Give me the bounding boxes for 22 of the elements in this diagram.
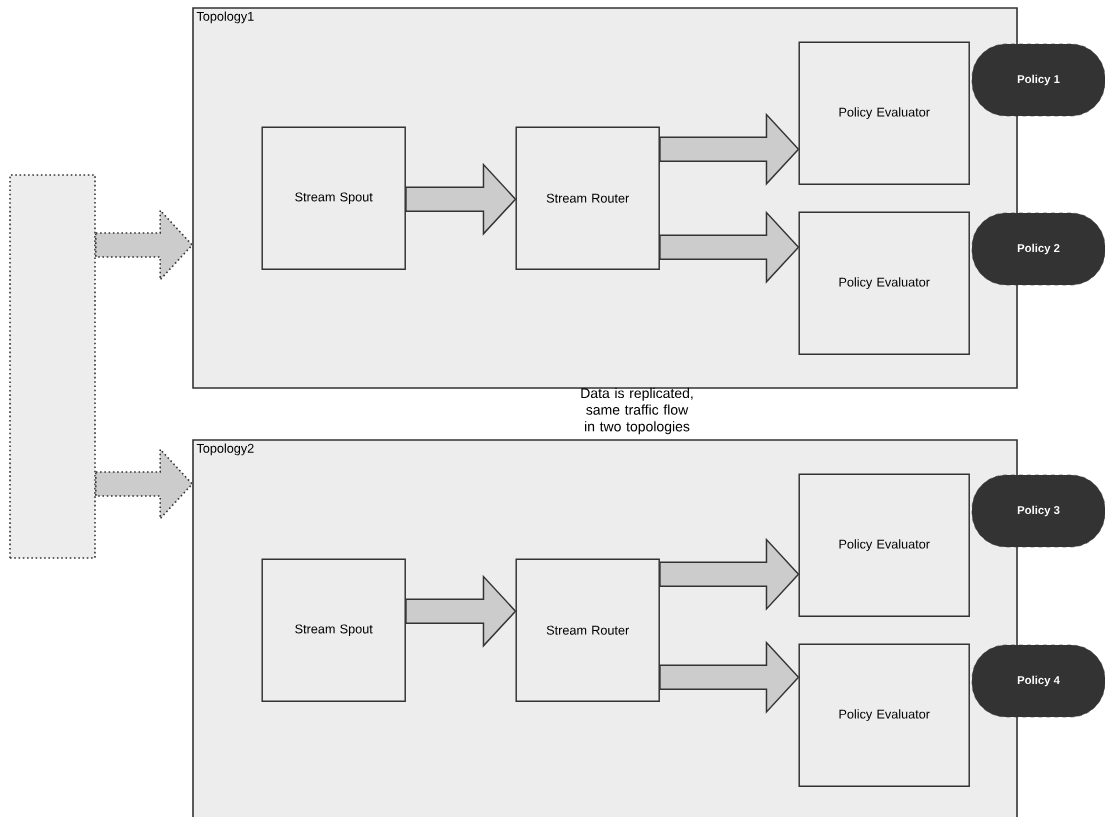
block-arrow <box>95 208 194 282</box>
policy-pill: Policy 2 <box>971 212 1105 286</box>
policy-pill: Policy 1 <box>971 43 1105 117</box>
process-box: Stream Router <box>515 558 660 702</box>
process-box: Stream Spout <box>261 126 406 270</box>
caption-text: Data is replicated, same traffic flow in two topologies <box>581 387 693 435</box>
block-arrow <box>405 574 517 648</box>
block-arrow <box>659 112 800 186</box>
process-box: Stream Spout <box>261 558 406 702</box>
policy-pill: Policy 3 <box>971 474 1105 548</box>
process-box: Policy Evaluator <box>798 473 970 617</box>
process-box: Policy Evaluator <box>798 643 970 787</box>
block-arrow <box>659 210 800 284</box>
block-arrow <box>659 640 800 714</box>
block-arrow <box>659 537 800 611</box>
process-box: Policy Evaluator <box>798 211 970 355</box>
block-arrow <box>405 162 517 236</box>
queue-box <box>9 174 96 559</box>
process-box: Stream Router <box>515 126 660 270</box>
policy-pill: Policy 4 <box>971 644 1105 718</box>
process-box: Policy Evaluator <box>798 41 970 185</box>
block-arrow <box>95 447 194 521</box>
